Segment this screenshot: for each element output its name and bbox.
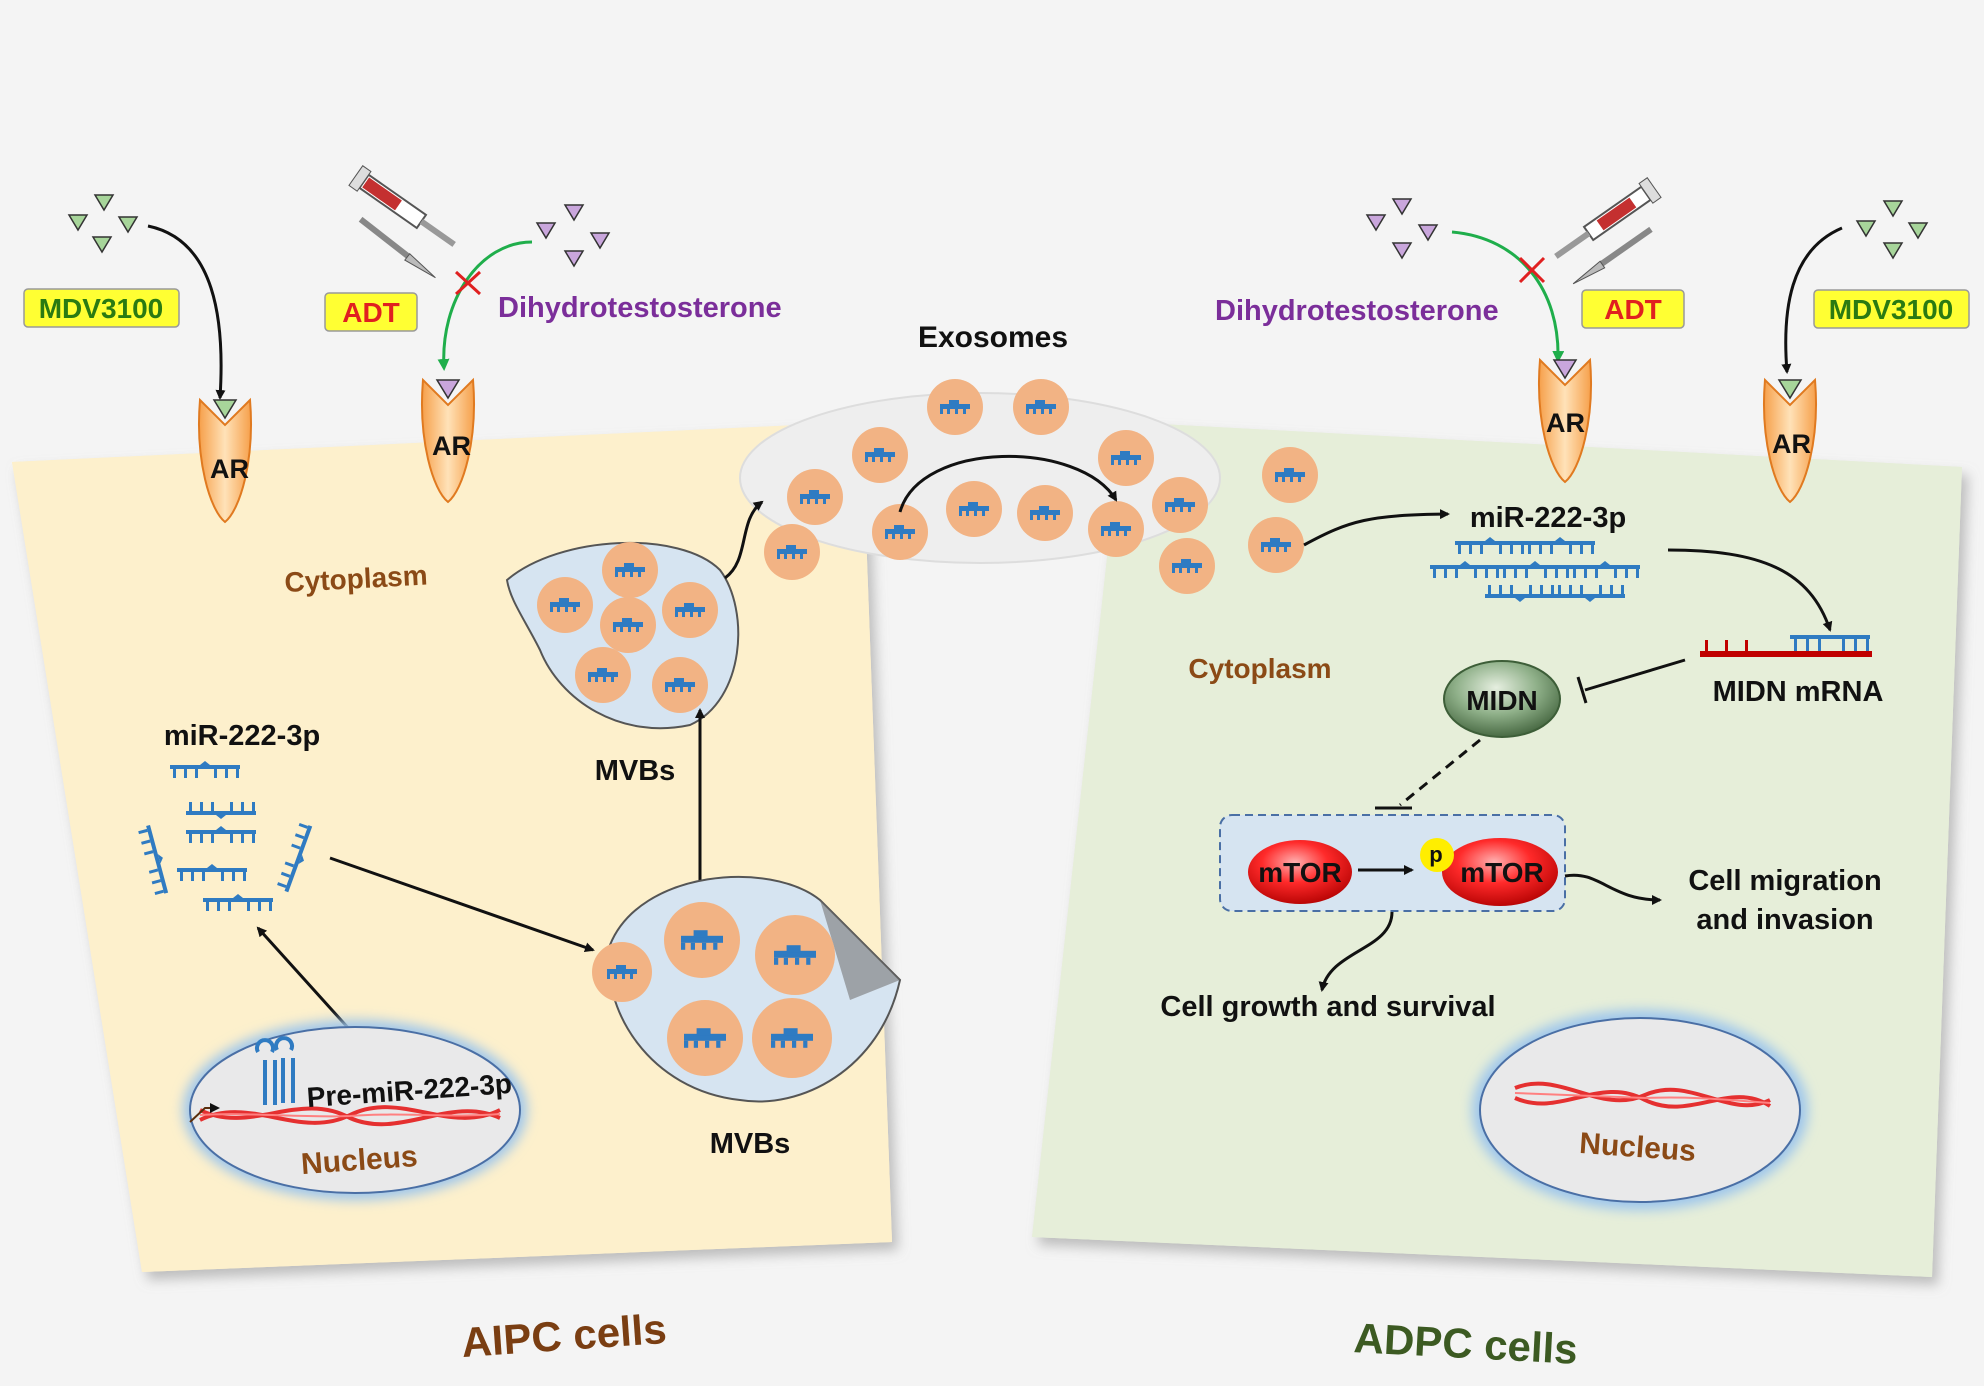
syringe-icon [1554, 177, 1662, 259]
inhibition-x-right [1518, 256, 1546, 284]
ar-receptor-right-2 [1763, 377, 1817, 504]
exosomes-label: Exosomes [918, 321, 1068, 354]
nucleus-label-right: Nucleus [1578, 1127, 1697, 1168]
growth-label: Cell growth and survival [1160, 991, 1495, 1023]
mdv3100-molecules [68, 194, 138, 253]
phosphate-group [1420, 838, 1454, 872]
mirna-to-mvb-arrow [329, 856, 595, 953]
mirna-to-mrna-arrow [1667, 548, 1833, 632]
mtor-protein [1248, 840, 1352, 904]
ar-receptor-left-1 [198, 397, 252, 524]
syringe-icon [348, 165, 456, 247]
mirna-label-right: miR-222-3p [1470, 502, 1626, 534]
mtor-label: mTOR [1258, 857, 1342, 888]
aipc-title: AIPC cells [460, 1305, 668, 1366]
exosome [1017, 485, 1073, 541]
exosome [1013, 379, 1069, 435]
mdv3100-label-left: MDV3100 [39, 293, 164, 324]
ar-label-right-1: AR [1546, 408, 1585, 438]
exosome [592, 942, 652, 1002]
cytoplasm-label-right: Cytoplasm [1188, 653, 1331, 684]
migration-label-line1: Cell migration [1688, 865, 1881, 897]
migration-label-line2: and invasion [1696, 904, 1873, 936]
nucleus-left [183, 1020, 527, 1200]
exosome [946, 481, 1002, 537]
dht-label-right: Dihydrotestosterone [1215, 295, 1499, 327]
midn-protein [1443, 660, 1561, 738]
mdv3100-label-box-left [23, 288, 180, 328]
adt-label-box-right [1581, 289, 1685, 329]
mdv3100-arrow-right [1781, 226, 1843, 374]
dht-arrow-left [437, 240, 533, 371]
exosome [1098, 430, 1154, 486]
nucleus-right [1472, 1010, 1808, 1210]
scalpel-icon [1572, 226, 1653, 285]
dht-molecules-right [1366, 198, 1438, 259]
exosome [1159, 538, 1215, 594]
midn-mrna-strand [1700, 635, 1872, 657]
exosome [1152, 477, 1208, 533]
exosome [872, 504, 928, 560]
exosome [1262, 447, 1318, 503]
exosome [1248, 517, 1304, 573]
scalpel-icon [358, 216, 436, 279]
exosome [852, 427, 908, 483]
p-mtor-protein [1442, 838, 1558, 906]
nucleus-to-mirna-arrow [256, 926, 352, 1032]
exosome-group [764, 379, 1318, 594]
exosome [764, 524, 820, 580]
ar-label-left-2: AR [432, 431, 471, 461]
adt-label-left: ADT [342, 297, 400, 328]
adpc-title: ADPC cells [1353, 1314, 1579, 1373]
dht-label-left: Dihydrotestosterone [498, 292, 782, 324]
mvb-upper [505, 541, 740, 730]
exosome [787, 469, 843, 525]
mvb-lower [607, 875, 902, 1103]
to-growth-arrow [1318, 911, 1394, 992]
cytoplasm-label-left: Cytoplasm [284, 560, 429, 598]
adt-label-right: ADT [1604, 294, 1662, 325]
adt-label-box-left [324, 292, 418, 332]
exosome [927, 379, 983, 435]
mdv3100-molecules-right [1856, 200, 1928, 259]
midn-label: MIDN [1466, 685, 1538, 716]
exosome [1088, 501, 1144, 557]
mdv3100-label-right: MDV3100 [1829, 294, 1954, 325]
mvb-to-exosome-arrow [724, 500, 764, 580]
ar-label-right-2: AR [1772, 429, 1811, 459]
mirna-label-left: miR-222-3p [164, 720, 320, 752]
mvbs-label-upper: MVBs [595, 755, 676, 787]
mdv3100-label-box-right [1813, 289, 1970, 329]
mvbs-label-lower: MVBs [710, 1128, 791, 1160]
p-mtor-label: mTOR [1460, 857, 1544, 888]
inhibition-x-left [454, 270, 482, 296]
ar-receptor-left-2 [421, 377, 475, 504]
to-migration-arrow [1564, 873, 1662, 905]
dht-molecules-left [536, 204, 610, 267]
midn-mrna-label: MIDN mRNA [1713, 676, 1884, 708]
midn-inhibits-mtor [1399, 738, 1481, 807]
mdv3100-arrow [147, 224, 226, 400]
phosphate-label: p [1429, 842, 1442, 867]
nucleus-label-left: Nucleus [300, 1140, 419, 1181]
exosome-to-mirna-arrow [1303, 509, 1450, 547]
ar-receptor-right-1 [1538, 357, 1592, 484]
mrna-inhibits-midn [1584, 658, 1686, 692]
exosome-transfer-arrow [898, 455, 1118, 513]
ar-label-left-1: AR [210, 454, 249, 484]
